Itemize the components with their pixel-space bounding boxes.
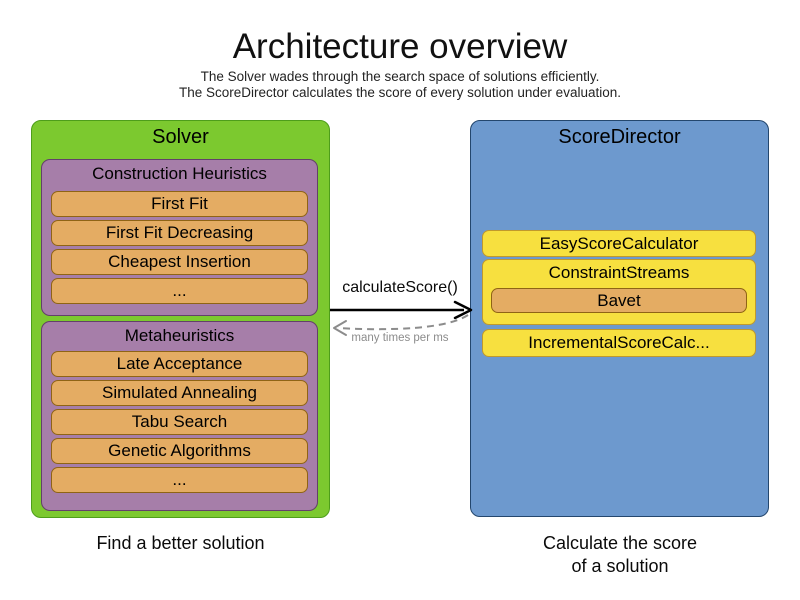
- page-title: Architecture overview: [232, 27, 568, 66]
- easy-score-calculator-item: EasyScoreCalculator: [482, 230, 756, 257]
- incremental-score-calculator-item: IncrementalScoreCalc...: [482, 329, 756, 357]
- score-director-box-title: ScoreDirector: [558, 126, 681, 148]
- call-arrows: [330, 300, 473, 336]
- subtitle-line-2: The ScoreDirector calculates the score o…: [179, 85, 621, 100]
- score-director-caption-line1: Calculate the score: [542, 533, 698, 553]
- score-director-caption-line2: of a solution: [571, 556, 669, 576]
- algorithm-item-more: ...: [51, 467, 308, 493]
- bavet-item: Bavet: [491, 288, 747, 313]
- algorithm-item-more: ...: [51, 278, 308, 304]
- construction-heuristics-panel: Construction Heuristics First Fit First …: [41, 159, 318, 316]
- algorithm-item: First Fit Decreasing: [51, 220, 308, 246]
- metaheuristics-panel: Metaheuristics Late Acceptance Simulated…: [41, 321, 318, 511]
- algorithm-item: Simulated Annealing: [51, 380, 308, 406]
- return-arrow: [333, 314, 469, 336]
- frequency-label: many times per ms: [351, 332, 449, 344]
- calculate-score-arrow: [330, 300, 473, 320]
- algorithm-item: Tabu Search: [51, 409, 308, 435]
- calculate-score-label: calculateScore(): [342, 279, 458, 296]
- solver-caption: Find a better solution: [96, 533, 265, 553]
- subtitle-line-1: The Solver wades through the search spac…: [200, 69, 600, 84]
- construction-heuristics-title: Construction Heuristics: [92, 164, 267, 183]
- constraint-streams-item: ConstraintStreams Bavet: [482, 259, 756, 325]
- metaheuristics-title: Metaheuristics: [124, 326, 235, 345]
- constraint-streams-label: ConstraintStreams: [548, 263, 690, 282]
- algorithm-item: Cheapest Insertion: [51, 249, 308, 275]
- algorithm-item: Genetic Algorithms: [51, 438, 308, 464]
- solver-box: Solver Construction Heuristics First Fit…: [31, 120, 330, 518]
- score-director-box: ScoreDirector EasyScoreCalculator Constr…: [470, 120, 769, 517]
- solver-box-title: Solver: [152, 126, 209, 148]
- algorithm-item: First Fit: [51, 191, 308, 217]
- algorithm-item: Late Acceptance: [51, 351, 308, 377]
- score-director-caption: Calculate the score of a solution: [470, 532, 770, 578]
- construction-heuristics-list: First Fit First Fit Decreasing Cheapest …: [51, 191, 308, 304]
- metaheuristics-list: Late Acceptance Simulated Annealing Tabu…: [51, 351, 308, 493]
